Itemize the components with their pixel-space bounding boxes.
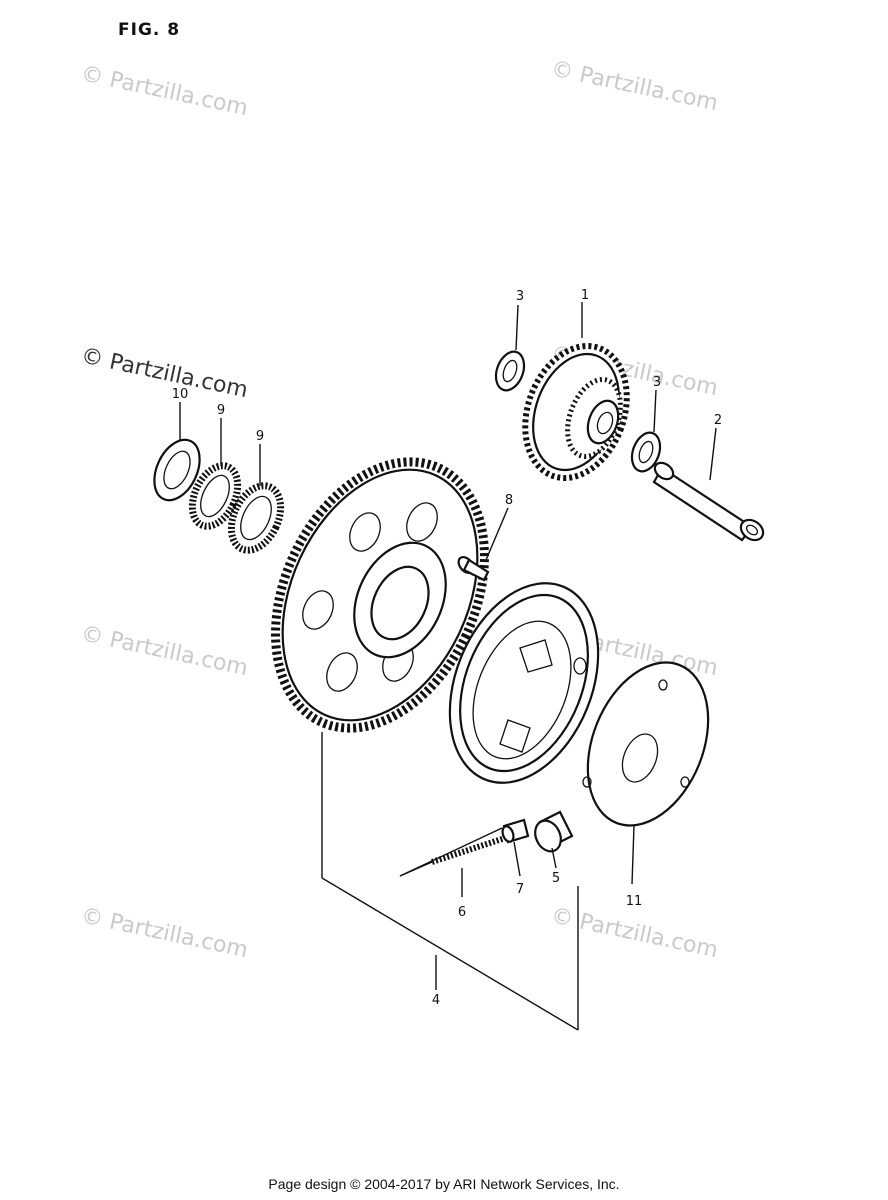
callout-number: 11 bbox=[626, 894, 643, 909]
callout-number: 3 bbox=[653, 375, 661, 390]
thrust-washer bbox=[153, 438, 201, 502]
washer-lower bbox=[630, 431, 662, 473]
callout-numbers: 3 1 3 2 10 9 9 8 5 7 6 11 4 bbox=[172, 288, 722, 1008]
callout-number: 5 bbox=[552, 871, 560, 886]
callout-number: 8 bbox=[505, 493, 513, 508]
clutch-plunger bbox=[501, 818, 530, 844]
clutch-plate bbox=[582, 661, 710, 827]
figure-label: FIG. 8 bbox=[118, 20, 181, 40]
watermark: © Partzilla.com bbox=[79, 61, 250, 121]
callout-number: 6 bbox=[458, 905, 466, 920]
clutch-bolt bbox=[457, 556, 490, 582]
washer-upper bbox=[494, 350, 526, 392]
callout-number: 10 bbox=[172, 387, 189, 402]
needle-bearing-1 bbox=[188, 462, 242, 530]
watermark: © Partzilla.com bbox=[79, 621, 250, 681]
callout-number: 9 bbox=[217, 403, 225, 418]
watermark: © Partzilla.com bbox=[549, 56, 720, 116]
needle-bearing-2 bbox=[227, 482, 285, 554]
callout-number: 3 bbox=[516, 289, 524, 304]
callout-number: 1 bbox=[581, 288, 589, 303]
idler-shaft bbox=[652, 461, 765, 542]
leader-lines bbox=[179, 302, 717, 1031]
clutch-spring bbox=[431, 835, 506, 865]
callout-number: 9 bbox=[256, 429, 264, 444]
callout-number: 7 bbox=[516, 882, 524, 897]
callout-number: 2 bbox=[714, 413, 722, 428]
page-footer: Page design © 2004-2017 by ARI Network S… bbox=[268, 1176, 620, 1192]
callout-number: 4 bbox=[432, 993, 440, 1008]
starter-clutch-gear bbox=[271, 457, 489, 733]
clutch-roller bbox=[534, 810, 574, 853]
clutch-housing bbox=[448, 582, 600, 784]
watermark: © Partzilla.com bbox=[549, 903, 720, 963]
watermark: © Partzilla.com bbox=[79, 343, 250, 403]
idler-gear bbox=[522, 343, 630, 481]
watermark: © Partzilla.com bbox=[79, 903, 250, 963]
